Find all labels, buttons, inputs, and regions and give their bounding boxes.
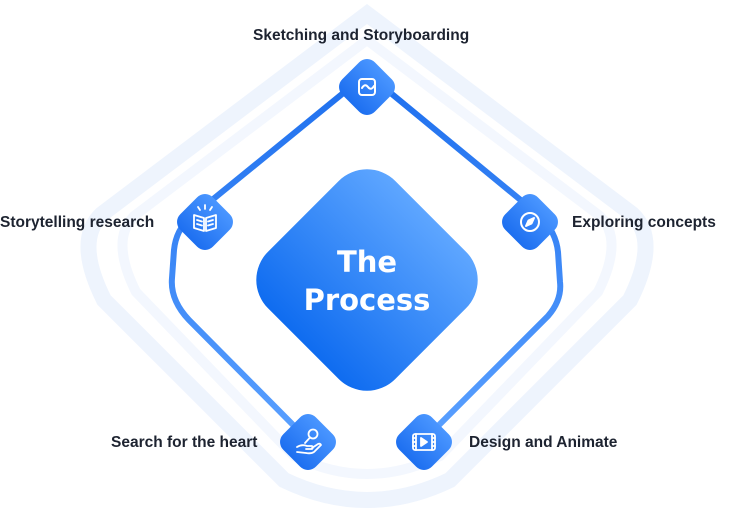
node-heart: [280, 414, 336, 470]
center-diamond: [256, 169, 478, 391]
hand-magnifier-icon: [296, 428, 322, 455]
node-sketching: [339, 59, 395, 115]
halo-outer: [80, 3, 654, 508]
step-label-sketching: Sketching and Storyboarding: [253, 27, 470, 44]
halo-inner: [117, 33, 617, 479]
step-label-exploring: Exploring concepts: [572, 214, 716, 231]
node-research: [177, 194, 233, 250]
node-research-badge: [177, 194, 233, 250]
center-title-line-2: Process: [303, 283, 431, 317]
node-heart-badge: [280, 414, 336, 470]
film-play-icon: [412, 433, 436, 451]
compass-icon: [520, 212, 540, 232]
node-exploring: [502, 194, 558, 250]
center-title-line-1: The: [336, 245, 398, 279]
step-label-heart: Search for the heart: [111, 434, 258, 451]
open-book-icon: [193, 204, 217, 232]
storyboard-icon: [358, 78, 376, 96]
background-halos: [80, 3, 654, 508]
step-label-research: Storytelling research: [0, 214, 155, 231]
step-label-animate: Design and Animate: [469, 434, 618, 451]
node-animate: [396, 414, 452, 470]
